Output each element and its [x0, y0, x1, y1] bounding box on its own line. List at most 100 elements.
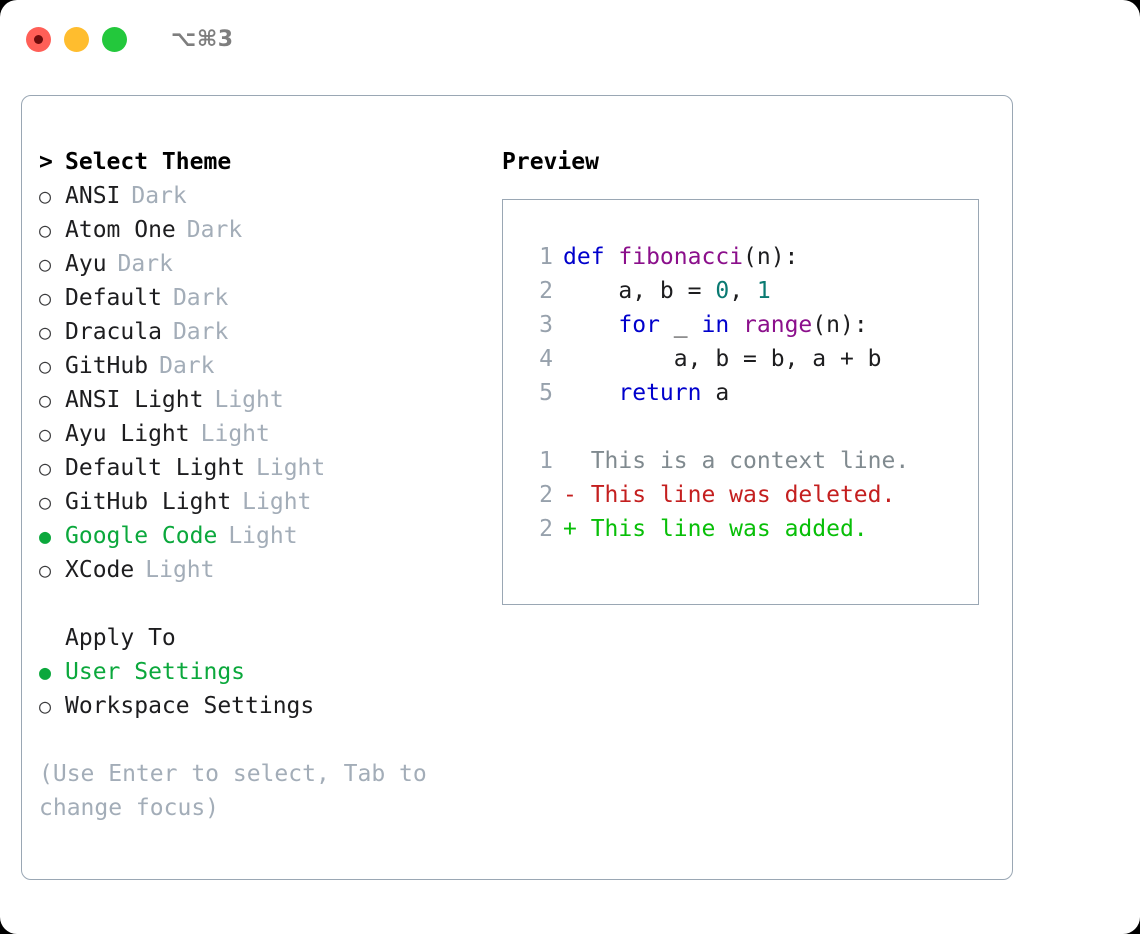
record-dot-icon [34, 34, 43, 44]
theme-option-kind: Light [228, 523, 298, 549]
radio-unselected-icon: ○ [39, 694, 52, 718]
code-token: _ [659, 312, 702, 338]
apply-to-list: ● User Settings ○ Workspace Settings [39, 659, 499, 727]
theme-option-kind: Dark [186, 217, 243, 243]
code-token: a, b = [563, 278, 716, 304]
radio-unselected-icon: ○ [39, 184, 52, 208]
theme-option-kind: Dark [172, 319, 229, 345]
theme-option-kind: Dark [131, 183, 187, 209]
theme-option-kind: Light [214, 387, 284, 413]
theme-option-kind: Light [200, 421, 270, 447]
theme-option-google-code[interactable]: ● Google Code Light [39, 523, 499, 557]
code-token: a [701, 380, 730, 406]
close-button-icon[interactable] [26, 26, 51, 52]
radio-unselected-icon: ○ [39, 252, 52, 276]
theme-option-ansi-light[interactable]: ○ ANSI Light Light [39, 387, 499, 421]
code-token: fibonacci [618, 244, 744, 270]
diff-sample: 1 This is a context line.2- This line wa… [523, 448, 978, 550]
diff-line: 1 This is a context line. [523, 448, 978, 482]
code-token [563, 380, 618, 406]
radio-unselected-icon: ○ [39, 218, 52, 242]
theme-option-github-light[interactable]: ○ GitHub Light Light [39, 489, 499, 523]
code-token: def [563, 244, 619, 270]
theme-option-label: Default Light [65, 455, 246, 481]
diff-sign: + [563, 516, 591, 542]
code-token: 1 [756, 278, 771, 304]
apply-to-header: Apply To [39, 625, 499, 659]
radio-selected-icon: ● [39, 660, 52, 684]
theme-option-dracula[interactable]: ○ Dracula Dark [39, 319, 499, 353]
diff-sign: - [563, 482, 591, 508]
code-line: 3 for _ in range(n): [523, 312, 978, 346]
theme-picker-title: Select Theme [65, 149, 232, 175]
radio-unselected-icon: ○ [39, 490, 52, 514]
theme-option-kind: Dark [159, 353, 215, 379]
radio-unselected-icon: ○ [39, 388, 52, 412]
theme-option-label: GitHub [65, 353, 149, 379]
apply-to-title: Apply To [65, 625, 176, 651]
apply-to-option-label: Workspace Settings [65, 693, 315, 719]
radio-unselected-icon: ○ [39, 320, 52, 344]
keyboard-shortcut-label: ⌥⌘3 [171, 26, 234, 52]
theme-option-label: GitHub Light [65, 489, 232, 515]
theme-option-label: ANSI Light [65, 387, 204, 413]
prompt-caret-icon: > [39, 149, 53, 175]
diff-line: 2 + This line was added. [523, 516, 978, 550]
code-token: (n): [812, 312, 868, 338]
minimize-button-icon[interactable] [64, 26, 89, 52]
code-token [563, 312, 618, 338]
diff-text: This line was added. [590, 516, 868, 542]
code-line: 2 a, b = 0, 1 [523, 278, 978, 312]
theme-option-label: Default [65, 285, 162, 311]
theme-option-kind: Light [242, 489, 312, 515]
theme-option-atom-one[interactable]: ○ Atom One Dark [39, 217, 499, 251]
radio-unselected-icon: ○ [39, 286, 52, 310]
code-token [729, 312, 743, 338]
code-token: return [618, 380, 702, 406]
theme-option-kind: Dark [117, 251, 173, 277]
apply-to-option-workspace-settings[interactable]: ○ Workspace Settings [39, 693, 499, 727]
code-line-number: 2 [539, 278, 553, 304]
title-bar: ⌥⌘3 [0, 0, 1140, 78]
code-token: in [701, 312, 730, 338]
theme-option-kind: Dark [172, 285, 229, 311]
radio-selected-icon: ● [39, 524, 52, 548]
help-text: (Use Enter to select, Tab to change focu… [39, 761, 441, 821]
list-spacer [39, 591, 499, 625]
theme-option-label: ANSI [65, 183, 121, 209]
theme-picker-header: > Select Theme [39, 149, 499, 183]
theme-option-label: Dracula [65, 319, 162, 345]
zoom-button-icon[interactable] [102, 26, 127, 52]
code-line: 4 a, b = b, a + b [523, 346, 978, 380]
code-line-number: 1 [539, 244, 553, 270]
apply-to-option-label: User Settings [65, 659, 246, 685]
radio-unselected-icon: ○ [39, 422, 52, 446]
theme-option-label: Google Code [65, 523, 218, 549]
window-controls [26, 26, 127, 52]
diff-text: This is a context line. [590, 448, 910, 474]
code-token: 0 [715, 278, 730, 304]
theme-option-label: Atom One [65, 217, 176, 243]
diff-line-number: 2 [539, 516, 553, 542]
theme-option-label: XCode [65, 557, 135, 583]
apply-to-option-user-settings[interactable]: ● User Settings [39, 659, 499, 693]
diff-line: 2- This line was deleted. [523, 482, 978, 516]
theme-option-kind: Light [256, 455, 326, 481]
code-token: for [618, 312, 660, 338]
theme-option-ansi[interactable]: ○ ANSI Dark [39, 183, 499, 217]
code-line-number: 4 [539, 346, 553, 372]
radio-unselected-icon: ○ [39, 558, 52, 582]
theme-option-default[interactable]: ○ Default Dark [39, 285, 499, 319]
